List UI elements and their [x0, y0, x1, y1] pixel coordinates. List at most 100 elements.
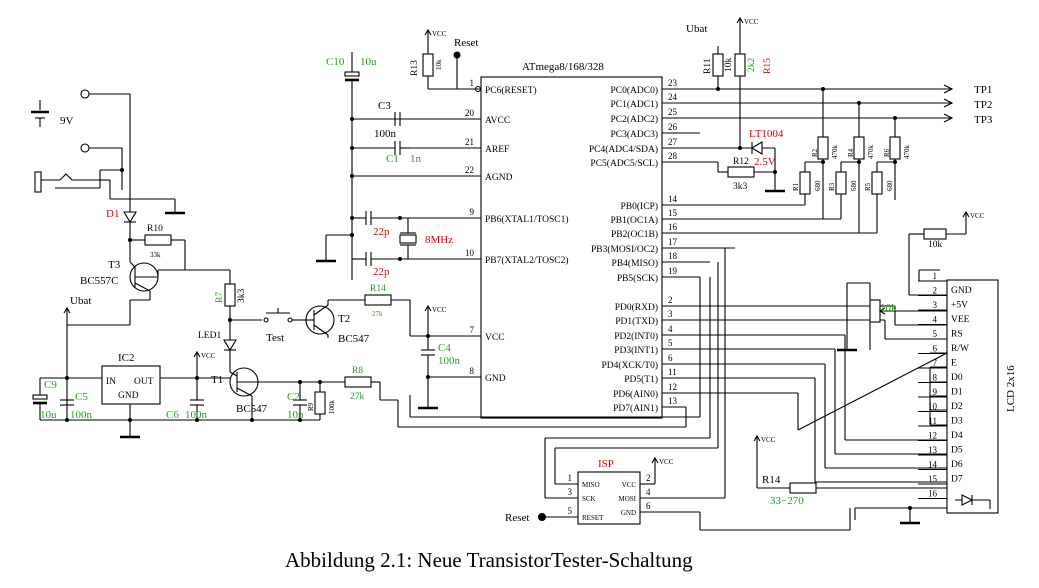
- mcu-pin-number: 11: [668, 367, 677, 377]
- c9-name: C9: [44, 379, 57, 391]
- isp-connector: [538, 248, 851, 531]
- lcd-pin-label: RS: [951, 330, 963, 340]
- r3-value: 680: [850, 180, 858, 191]
- isp-pin-label: SCK: [582, 495, 596, 503]
- c1-cap: [352, 141, 410, 155]
- t3-label: T3: [108, 259, 121, 271]
- crystal-network: [314, 211, 417, 266]
- mcu-atmega: ATmega8/168/328: [352, 61, 952, 419]
- r7-name: R7: [215, 292, 225, 303]
- lcd-pin-number: 8: [933, 373, 938, 383]
- lcd-pin-number: 14: [928, 460, 938, 470]
- mcu-pin-label: AGND: [485, 173, 513, 183]
- lcd-pin-number: 13: [928, 445, 938, 455]
- mcu-pin-label: PD2(INT0): [614, 331, 658, 342]
- reset-network: [422, 29, 461, 89]
- reset-label-top: Reset: [454, 37, 478, 49]
- rvee-value: 10k: [928, 240, 943, 250]
- mcu-pin-number: 23: [668, 78, 678, 88]
- lcd-pin-label: VEE: [951, 315, 970, 325]
- lcd-pin-label: +5V: [951, 301, 968, 311]
- lcd-pin-number: 5: [933, 329, 938, 339]
- lcd-pin-label: D6: [951, 460, 963, 470]
- mcu-pin-label: PD4(XCK/T0): [602, 360, 658, 371]
- mcu-pin-label: PC5(ADC5/SCL): [590, 158, 658, 169]
- lcd-pin-label: D3: [951, 417, 963, 427]
- lcd-pin-label: D0: [951, 373, 963, 383]
- mcu-pin-label: AREF: [485, 145, 509, 155]
- led-label: LED1: [198, 331, 221, 341]
- c3-name: C3: [378, 100, 391, 112]
- ic2-gnd: GND: [118, 391, 139, 401]
- r14a-name: R14: [370, 284, 386, 294]
- mcu-pin-label: VCC: [485, 333, 505, 343]
- r8-name: R8: [352, 366, 363, 376]
- mcu-pin-number: 2: [668, 295, 673, 305]
- reset-label-isp: Reset: [505, 512, 529, 524]
- vcc-label-c6: VCC: [201, 352, 216, 360]
- cx2-value: 22p: [373, 266, 390, 278]
- mcu-pin-label: GND: [485, 374, 506, 384]
- t1-label: T1: [211, 374, 223, 386]
- t1-type: BC547: [236, 403, 268, 415]
- ic2-name: IC2: [118, 352, 135, 364]
- mcu-pin-label: AVCC: [485, 116, 510, 126]
- mcu-pin-label: PD1(TXD): [615, 316, 658, 327]
- mcu-pin-label: PB7(XTAL2/TOSC2): [485, 255, 569, 266]
- isp-pin-number: 2: [646, 473, 651, 483]
- lcd-pin-number: 6: [933, 344, 938, 354]
- r12-name: R12: [733, 157, 749, 167]
- vcc-label-r13: VCC: [432, 30, 447, 38]
- lcd-support: [753, 211, 991, 525]
- t2-type: BC547: [338, 333, 370, 345]
- mcu-pin-number: 19: [668, 266, 678, 276]
- mcu-pin-label: PD5(T1): [624, 374, 658, 385]
- r8-value: 27k: [350, 392, 365, 402]
- test-label: Test: [266, 332, 284, 344]
- mcu-pin-number: 15: [668, 208, 678, 218]
- mcu-pin-label: PC6(RESET): [485, 85, 537, 96]
- tp2-label: TP2: [974, 99, 992, 111]
- r9-name: R9: [307, 402, 315, 411]
- mcu-left-pin-labels: 1PC6(RESET)20AVCC21AREF22AGND9PB6(XTAL1/…: [465, 78, 569, 384]
- vcc-label-c4: VCC: [432, 306, 447, 314]
- mcu-pin-label: PB0(ICP): [621, 201, 658, 212]
- r6-name: R6: [883, 148, 891, 157]
- c1-value: 1n: [410, 153, 422, 165]
- mcu-pin-number: 3: [668, 309, 673, 319]
- mcu-pin-number: 12: [668, 382, 677, 392]
- mcu-pin-label: PB6(XTAL1/TOSC1): [485, 214, 569, 225]
- isp-pin-number: 6: [646, 501, 651, 511]
- ic2-in: IN: [106, 377, 116, 387]
- c6-value: 100n: [185, 409, 208, 421]
- lcd-pin-number: 11: [928, 416, 937, 426]
- isp-pin-number: 5: [568, 506, 573, 516]
- ref-voltage-label: 2.5V: [754, 156, 776, 168]
- c10-value: 10u: [360, 56, 377, 68]
- vcc-label-r15: VCC: [744, 18, 759, 26]
- rpot-value: 10k: [880, 302, 897, 314]
- mcu-pin-label: PB3(MOSI/OC2): [591, 244, 658, 255]
- r13-value: 10k: [435, 59, 443, 70]
- lcd-pin-number: 9: [933, 387, 938, 397]
- mcu-pin-number: 20: [465, 108, 475, 118]
- mcu-pin-number: 16: [668, 222, 678, 232]
- r14b-name: R14: [762, 474, 781, 486]
- r12-value: 3k3: [733, 182, 748, 192]
- isp-pin-number: 1: [568, 473, 573, 483]
- r2-value: 470k: [831, 145, 839, 160]
- mcu-pin-number: 26: [668, 122, 678, 132]
- c10-cap: [344, 52, 360, 280]
- mcu-pin-number: 9: [470, 207, 475, 217]
- mcu-pin-label: PB4(MISO): [612, 258, 658, 269]
- mcu-pin-number: 5: [668, 338, 673, 348]
- lcd-pin-number: 2: [933, 286, 938, 296]
- lcd-pin-label: D2: [951, 402, 963, 412]
- mcu-pin-number: 25: [668, 107, 678, 117]
- d1-label: D1: [106, 208, 119, 220]
- mcu-pin-label: PD3(INT1): [614, 345, 658, 356]
- mcu-pin-number: 6: [668, 353, 673, 363]
- r5-name: R5: [864, 182, 872, 191]
- c5-value: 100n: [70, 409, 93, 421]
- r6-value: 470k: [903, 145, 911, 160]
